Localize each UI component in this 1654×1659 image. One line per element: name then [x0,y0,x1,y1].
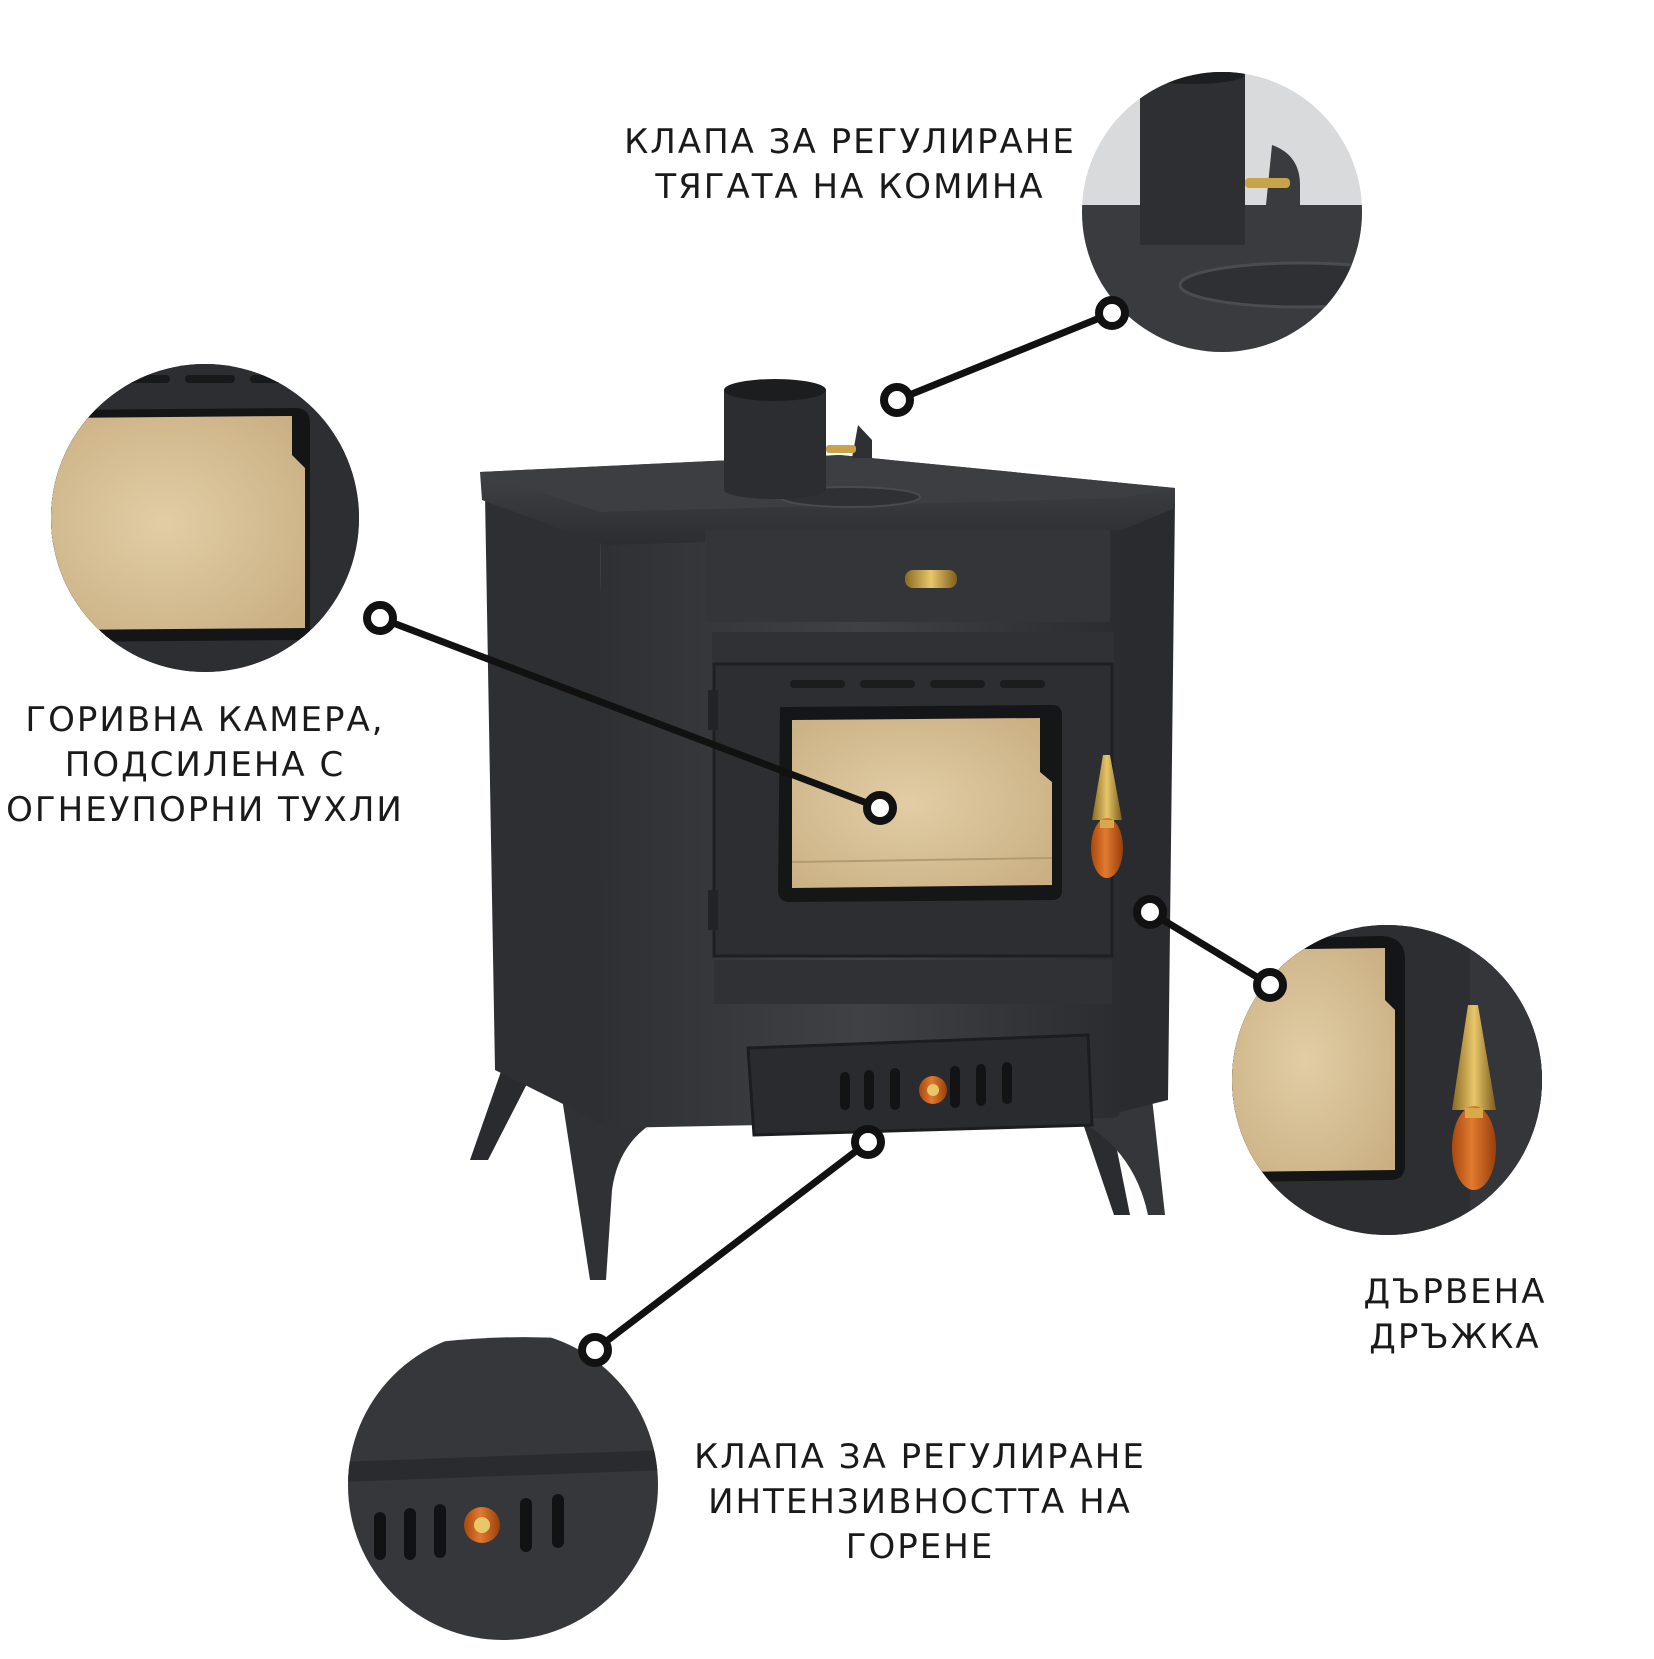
firebox-window [778,705,1062,902]
marker-dot [1095,296,1129,330]
leader-line-chimney [893,309,1116,404]
marker-dot [578,1333,612,1367]
leader-line-burn [591,1138,872,1354]
combustion-chamber-label: ГОРИВНА КАМЕРА, ПОДСИЛЕНА С ОГНЕУПОРНИ Т… [0,698,410,833]
wooden-handle-label: ДЪРВЕНА ДРЪЖКА [1330,1270,1580,1360]
leader-lines [376,309,1274,1354]
zoom-combustion-chamber [51,364,359,672]
combustion-chamber-label-line1: ГОРИВНА КАМЕРА, [25,700,385,740]
leader-line-handle [1146,908,1274,989]
burn-intensity-damper-label-line2: ИНТЕНЗИВНОСТТА НА [708,1482,1132,1522]
leader-line-chamber [376,614,884,812]
marker-dot [851,1125,885,1159]
burn-intensity-damper-label-line1: КЛАПА ЗА РЕГУЛИРАНЕ [694,1437,1146,1477]
marker-dot [363,601,397,635]
marker-dot [863,791,897,825]
stove [470,379,1175,1280]
brand-nameplate [905,570,957,588]
marker-dot [880,383,914,417]
wooden-handle-label-line1: ДЪРВЕНА [1363,1272,1547,1312]
marker-dot [1133,895,1167,929]
wooden-handle-label-line2: ДРЪЖКА [1369,1317,1541,1357]
burn-intensity-damper-label: КЛАПА ЗА РЕГУЛИРАНЕ ИНТЕНЗИВНОСТТА НА ГО… [680,1435,1160,1570]
ash-drawer [746,1033,1094,1137]
combustion-chamber-label-line3: ОГНЕУПОРНИ ТУХЛИ [6,790,404,830]
chimney-damper-label-line1: КЛАПА ЗА РЕГУЛИРАНЕ [624,122,1076,162]
burn-intensity-damper-label-line3: ГОРЕНЕ [845,1527,995,1567]
door-handle [1091,755,1123,878]
leader-dots [363,296,1287,1367]
combustion-chamber-label-line2: ПОДСИЛЕНА С [64,745,346,785]
stove-side-panel [485,495,605,1125]
zoom-chimney-damper [1082,72,1362,352]
chimney-damper-label: КЛАПА ЗА РЕГУЛИРАНЕ ТЯГАТА НА КОМИНА [620,120,1080,210]
chimney-damper-label-line2: ТЯГАТА НА КОМИНА [655,167,1045,207]
marker-dot [1253,968,1287,1002]
flue-pipe [724,379,872,499]
zoom-burn-intensity-damper [348,1330,658,1640]
